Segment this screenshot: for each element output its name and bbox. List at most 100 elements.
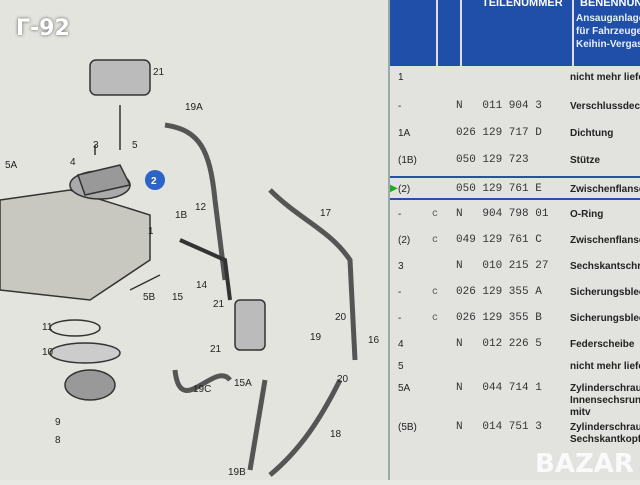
- watermark: BAZAR: [535, 449, 634, 479]
- row-part-number: N 904 798 01: [456, 208, 549, 220]
- diagram-callout-label[interactable]: 5A: [5, 160, 18, 171]
- row-part-number: 050 129 723: [456, 154, 529, 166]
- diagram-callout-label[interactable]: 19A: [185, 102, 203, 113]
- row-name: Sicherungsblech: [570, 287, 640, 298]
- row-name: Sechskantschraube: [570, 261, 640, 272]
- row-part-number: N 010 215 27: [456, 260, 549, 272]
- row-position: 4: [398, 339, 404, 350]
- row-position: -: [398, 101, 402, 112]
- selected-row-arrow-icon: ▶: [390, 183, 398, 194]
- col-name-header: BENENNUNG: [580, 0, 640, 9]
- group-title: Ansauganlage für Fahrzeuge Keihin-Vergas…: [576, 12, 640, 51]
- listing-badge: Г-92: [16, 16, 70, 41]
- diagram-callout-label[interactable]: 11: [42, 322, 53, 333]
- row-position: (2): [398, 235, 411, 246]
- row-position: -: [398, 313, 402, 324]
- row-name: Zwischenflansch: [570, 184, 640, 195]
- table-header: TEILENUMMER BENENNUNG Ansauganlage für F…: [390, 0, 640, 66]
- diagram-callout-label[interactable]: 15A: [234, 378, 252, 389]
- group-title-line: Keihin-Vergaser: [576, 39, 640, 50]
- row-marker: c: [432, 287, 439, 298]
- row-name: Zylinderschraube mit Innensechsrundkopf …: [570, 383, 640, 418]
- row-position: 1: [398, 72, 404, 83]
- row-name: Stütze: [570, 155, 600, 166]
- table-row[interactable]: (2) c 049 129 761 C Zwischenflansch: [390, 229, 640, 253]
- parts-diagram: 21 19A 3 5 4 2 5A 1 1B 12 15 14 5B 17 11 10 21 15A 19 20 16 2…: [0, 16, 380, 478]
- table-row[interactable]: - c 026 129 355 B Sicherungsblech: [390, 307, 640, 331]
- row-marker: c: [432, 209, 439, 220]
- diagram-callout-label[interactable]: 21: [153, 67, 165, 78]
- diagram-callout-label[interactable]: 3: [93, 140, 99, 151]
- diagram-callout-label[interactable]: 8: [55, 435, 61, 446]
- diagram-callout-label[interactable]: 14: [196, 280, 208, 291]
- row-marker: c: [432, 235, 439, 246]
- row-name: O-Ring: [570, 209, 604, 220]
- diagram-callout-label[interactable]: 19: [310, 332, 322, 343]
- selected-callout: [145, 170, 165, 190]
- group-title-line: Ansauganlage: [576, 13, 640, 24]
- diagram-callout-label[interactable]: 5B: [143, 292, 156, 303]
- table-row[interactable]: (5B) N 014 751 3 Zylinderschraube mit Sech…: [390, 416, 640, 445]
- row-name: Zylinderschraube mit Sechskantkopf: [570, 422, 640, 445]
- row-part-number: N 014 751 3: [456, 421, 542, 433]
- row-part-number: 050 129 761 E: [456, 183, 542, 195]
- table-row[interactable]: 4 N 012 226 5 Federscheibe: [390, 333, 640, 357]
- row-part-number: 026 129 355 A: [456, 286, 542, 298]
- row-name: Zwischenflansch: [570, 235, 640, 246]
- row-part-number: 026 129 355 B: [456, 312, 542, 324]
- row-position: (5B): [398, 422, 417, 433]
- diagram-callout-label[interactable]: 19B: [228, 467, 246, 478]
- table-row[interactable]: 1 nicht mehr lieferbar: [390, 66, 640, 90]
- diagram-callout-label[interactable]: 21: [213, 299, 225, 310]
- table-row[interactable]: 5A N 044 714 1 Zylinderschraube mit Innens…: [390, 377, 640, 418]
- row-position: -: [398, 287, 402, 298]
- diagram-callout-label[interactable]: 9: [55, 417, 61, 428]
- row-position: 3: [398, 261, 404, 272]
- intake-manifold-shape: [0, 189, 151, 301]
- diagram-callout-label[interactable]: 2: [151, 176, 157, 187]
- row-marker: c: [432, 313, 439, 324]
- row-part-number: 049 129 761 C: [456, 234, 542, 246]
- row-name: Sicherungsblech: [570, 313, 640, 324]
- table-row[interactable]: 1A 026 129 717 D Dichtung: [390, 122, 640, 146]
- row-position: 1A: [398, 128, 411, 139]
- row-part-number: 026 129 717 D: [456, 127, 542, 139]
- row-position: 5: [398, 361, 404, 372]
- table-row[interactable]: - c 026 129 355 A Sicherungsblech: [390, 281, 640, 305]
- diagram-callout-label[interactable]: 12: [195, 202, 207, 213]
- diagram-callout-label[interactable]: 16: [368, 335, 380, 346]
- diagram-callout-label[interactable]: 1: [148, 226, 154, 237]
- diagram-callout-label[interactable]: 21: [210, 344, 222, 355]
- diagram-callout-label[interactable]: 1B: [175, 210, 188, 221]
- table-row[interactable]: - N 011 904 3 Verschlussdeckel: [390, 95, 640, 119]
- row-position: (2): [398, 184, 411, 195]
- row-position: 5A: [398, 383, 411, 394]
- diagram-callout-label[interactable]: 20: [335, 312, 347, 323]
- diagram-callout-label[interactable]: 18: [330, 429, 342, 440]
- row-name: nicht mehr lieferbar: [570, 361, 640, 372]
- row-name: Federscheibe: [570, 339, 635, 350]
- diagram-callout-label[interactable]: 20: [337, 374, 349, 385]
- diagram-callout-label[interactable]: 17: [320, 208, 332, 219]
- table-row[interactable]: (1B) 050 129 723 Stütze: [390, 149, 640, 173]
- row-name: nicht mehr lieferbar: [570, 72, 640, 83]
- diagram-callout-label[interactable]: 15: [172, 292, 184, 303]
- row-position: -: [398, 209, 402, 220]
- carburetor-shape: [89, 59, 151, 96]
- row-name: Verschlussdeckel: [570, 101, 640, 112]
- row-part-number: N 011 904 3: [456, 100, 542, 112]
- diagram-callout-label[interactable]: 10: [42, 347, 54, 358]
- table-row[interactable]: ▶(2) 050 129 761 E Zwischenflansch: [390, 176, 640, 200]
- row-part-number: N 012 226 5: [456, 338, 542, 350]
- table-row[interactable]: - c N 904 798 01 O-Ring: [390, 203, 640, 227]
- row-name: Dichtung: [570, 128, 614, 139]
- diagram-callout-label[interactable]: 5: [132, 140, 138, 151]
- col-part-header: TEILENUMMER: [482, 0, 563, 9]
- table-row[interactable]: 3 N 010 215 27 Sechskantschraube: [390, 255, 640, 279]
- exploded-view-drawing: 21 19A 3 5 4 2 5A 1 1B 12 15 14 5B 17 11 10 21 15A 19 20 16 2…: [0, 59, 380, 478]
- table-row[interactable]: 5 nicht mehr lieferbar: [390, 355, 640, 379]
- diagram-callout-label[interactable]: 19C: [193, 384, 211, 395]
- diagram-callout-label[interactable]: 4: [70, 157, 76, 168]
- row-part-number: N 044 714 1: [456, 382, 542, 394]
- row-position: (1B): [398, 155, 417, 166]
